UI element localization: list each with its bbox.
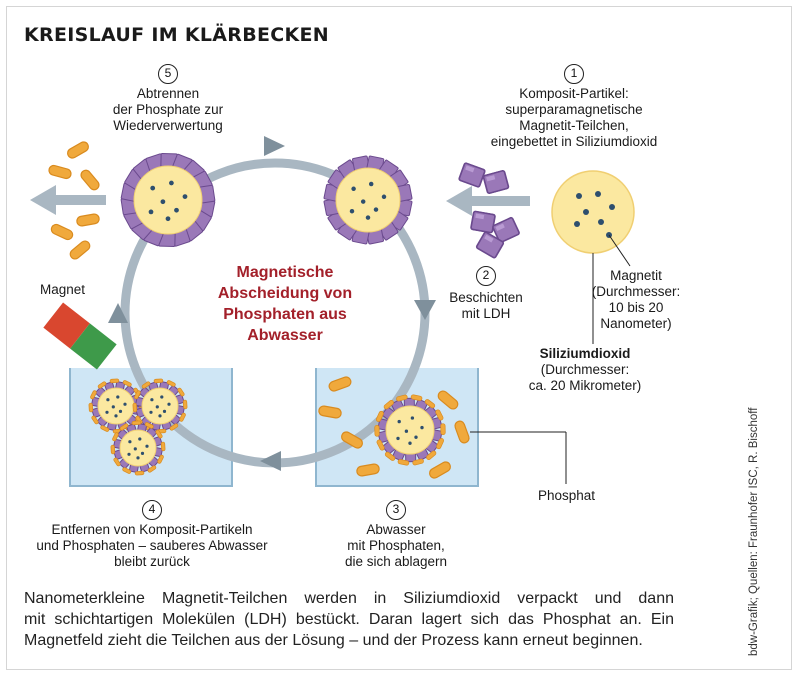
step-2-label: Beschichten mit LDH: [449, 290, 523, 321]
magnet-label: Magnet: [40, 282, 86, 297]
step-1-label: Komposit-Partikel: superparamagnetische …: [490, 86, 658, 149]
step-number-1: 1: [564, 64, 584, 84]
figure-frame: [6, 6, 792, 670]
step-3-label: Abwasser mit Phosphaten, die sich ablage…: [344, 522, 448, 569]
arrow-step1-to-2: [446, 186, 530, 216]
step-number-4: 4: [142, 500, 162, 520]
cycle-arrow-right: [414, 300, 436, 320]
figure-caption: Nanometerkleine Magnetit-Teilchen werden…: [24, 590, 674, 649]
figure-title: KREISLAUF IM KLÄRBECKEN: [24, 24, 329, 46]
cycle-arrow-bottom: [260, 451, 281, 471]
coated-particle-step-2: [323, 155, 413, 245]
step-number-5: 5: [158, 64, 178, 84]
magnetit-label: Magnetit (Durchmesser: 10 bis 20 Nanomet…: [591, 268, 681, 331]
cycle-arrow-top: [264, 136, 285, 156]
cycle-arrow-left: [108, 303, 128, 323]
step-5-label: Abtrennen der Phosphate zur Wiederverwer…: [112, 86, 224, 133]
coated-particles: [88, 153, 446, 476]
step-number-3: 3: [386, 500, 406, 520]
magnet: [43, 302, 117, 370]
step-4-label: Entfernen von Komposit-Partikeln und Pho…: [36, 522, 268, 569]
cycle-center-label: Magnetische Abscheidung von Phosphaten a…: [217, 264, 353, 344]
coated-particle-step-5: [120, 153, 216, 247]
coated-particle-step-4-c: [110, 420, 166, 476]
composite-particle-step-1: [551, 170, 635, 344]
arrow-release-phosphate: [30, 185, 106, 215]
source-credit: bdw-Grafik; Quellen: Fraunhofer ISC, R. …: [748, 407, 760, 656]
coated-particle-step-3: [374, 394, 446, 466]
step-number-2: 2: [476, 266, 496, 286]
cycle-ring: [108, 136, 436, 471]
phosphat-label: Phosphat: [538, 488, 596, 503]
siliziumdioxid-label: Siliziumdioxid (Durchmesser: ca. 20 Mikr…: [528, 346, 642, 393]
